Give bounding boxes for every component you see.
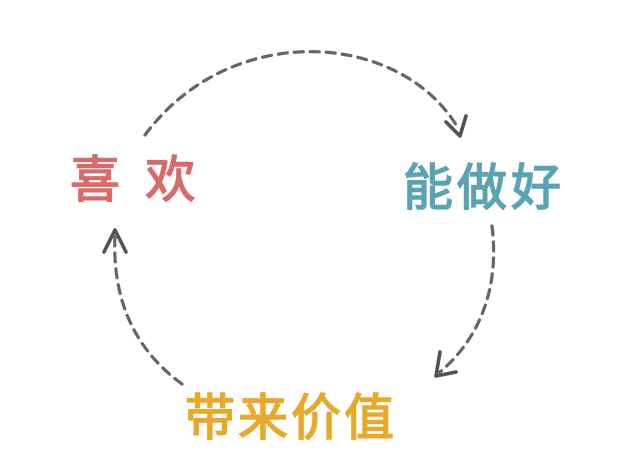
- arrow-value-to-like: [113, 234, 184, 386]
- node-like: 喜 欢: [70, 151, 200, 209]
- node-capable: 能做好: [403, 159, 565, 217]
- arrowhead-like: [102, 228, 128, 254]
- node-value: 带来价值: [185, 389, 397, 447]
- arrowhead-capable: [444, 114, 468, 138]
- arrowhead-value: [434, 350, 458, 378]
- arrow-like-to-capable: [143, 50, 460, 137]
- arrow-capable-to-value: [438, 224, 496, 374]
